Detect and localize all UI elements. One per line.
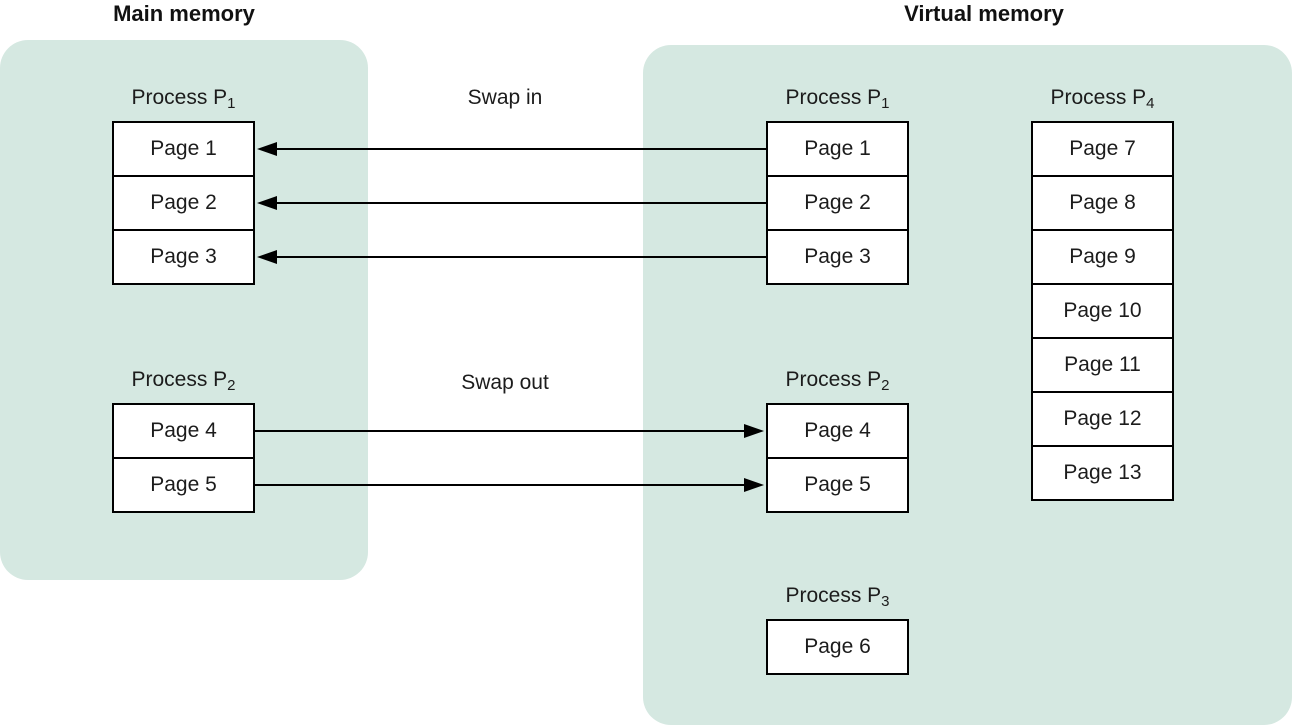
page-cell: Page 13	[1063, 461, 1142, 484]
process-p2-label: Process P2	[785, 366, 889, 394]
page-cell: Page 3	[804, 245, 871, 268]
page-cell: Page 9	[1033, 231, 1172, 285]
page-cell: Page 1	[114, 123, 253, 177]
process-label-subscript: 2	[227, 377, 236, 394]
process-label-text: Process P	[785, 86, 882, 109]
page-stack: Page 6	[766, 619, 909, 675]
virtual-memory-process-p2: Process P2 Page 4 Page 5	[766, 366, 909, 513]
swap-out-arrow-line-2	[255, 484, 745, 486]
process-label-subscript: 2	[881, 377, 890, 394]
process-p1-label: Process P1	[785, 84, 889, 112]
swap-in-arrowhead-3	[257, 250, 277, 264]
page-cell: Page 7	[1033, 123, 1172, 177]
process-p4-label: Process P4	[1050, 84, 1154, 112]
process-p3-label: Process P3	[785, 582, 889, 610]
process-p2-label: Process P2	[131, 366, 235, 394]
swap-out-arrowhead-1	[744, 424, 764, 438]
virtual-memory-process-p1: Process P1 Page 1 Page 2 Page 3	[766, 84, 909, 285]
process-label-text: Process P	[1050, 86, 1147, 109]
swap-out-arrowhead-2	[744, 478, 764, 492]
page-cell: Page 5	[804, 473, 871, 496]
swap-in-arrow-line-1	[276, 148, 766, 150]
process-label-text: Process P	[131, 86, 228, 109]
process-label-subscript: 4	[1146, 95, 1155, 112]
main-memory-process-p1: Process P1 Page 1 Page 2 Page 3	[112, 84, 255, 285]
page-cell: Page 2	[114, 177, 253, 231]
page-cell: Page 5	[150, 473, 217, 496]
page-cell: Page 2	[768, 177, 907, 231]
page-stack: Page 7 Page 8 Page 9 Page 10 Page 11 Pag…	[1031, 121, 1174, 501]
swap-in-label: Swap in	[467, 86, 543, 109]
page-cell: Page 6	[804, 635, 871, 658]
process-label-text: Process P	[785, 584, 882, 607]
page-stack: Page 1 Page 2 Page 3	[766, 121, 909, 285]
process-label-subscript: 3	[881, 593, 890, 610]
page-cell: Page 4	[114, 405, 253, 459]
process-label-subscript: 1	[881, 95, 890, 112]
swap-in-arrowhead-1	[257, 142, 277, 156]
page-stack: Page 4 Page 5	[766, 403, 909, 513]
swap-out-arrow-line-1	[255, 430, 745, 432]
page-cell: Page 10	[1033, 285, 1172, 339]
process-p1-label: Process P1	[131, 84, 235, 112]
page-cell: Page 1	[768, 123, 907, 177]
page-cell: Page 4	[768, 405, 907, 459]
page-cell: Page 11	[1033, 339, 1172, 393]
page-cell: Page 3	[150, 245, 217, 268]
virtual-memory-process-p4: Process P4 Page 7 Page 8 Page 9 Page 10 …	[1031, 84, 1174, 501]
virtual-memory-process-p3: Process P3 Page 6	[766, 582, 909, 675]
main-memory-process-p2: Process P2 Page 4 Page 5	[112, 366, 255, 513]
swap-in-arrow-line-3	[276, 256, 766, 258]
virtual-memory-header: Virtual memory	[904, 1, 1064, 26]
virtual-memory-panel	[643, 45, 1292, 725]
swap-in-arrowhead-2	[257, 196, 277, 210]
page-stack: Page 1 Page 2 Page 3	[112, 121, 255, 285]
process-label-text: Process P	[131, 368, 228, 391]
page-cell: Page 12	[1033, 393, 1172, 447]
swap-in-arrow-line-2	[276, 202, 766, 204]
process-label-text: Process P	[785, 368, 882, 391]
process-label-subscript: 1	[227, 95, 236, 112]
swap-out-label: Swap out	[461, 371, 549, 394]
page-stack: Page 4 Page 5	[112, 403, 255, 513]
main-memory-header: Main memory	[113, 1, 255, 26]
page-cell: Page 8	[1033, 177, 1172, 231]
